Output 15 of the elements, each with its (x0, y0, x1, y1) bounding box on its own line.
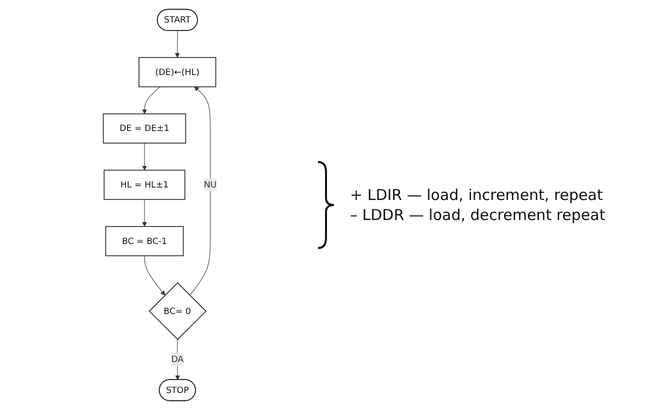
note-text: + LDIR — load, increment, repeat (350, 186, 604, 204)
arrow (174, 30, 180, 58)
note-text: – LDDR — load, decrement repeat (350, 206, 606, 224)
arrow (142, 86, 161, 114)
node-box: (DE)←(HL) (138, 57, 216, 88)
node-box: HL = HL±1 (104, 170, 186, 200)
node-box: BC = BC-1 (105, 226, 184, 256)
edge-label: NU (204, 179, 217, 190)
node-diamond: BC= 0 (148, 282, 207, 340)
arrow (142, 142, 147, 170)
node-box: DE = DE±1 (102, 113, 186, 144)
arrow (144, 255, 166, 296)
arrow (142, 199, 147, 227)
edge-label: DA (171, 354, 184, 364)
arrow (190, 86, 210, 296)
